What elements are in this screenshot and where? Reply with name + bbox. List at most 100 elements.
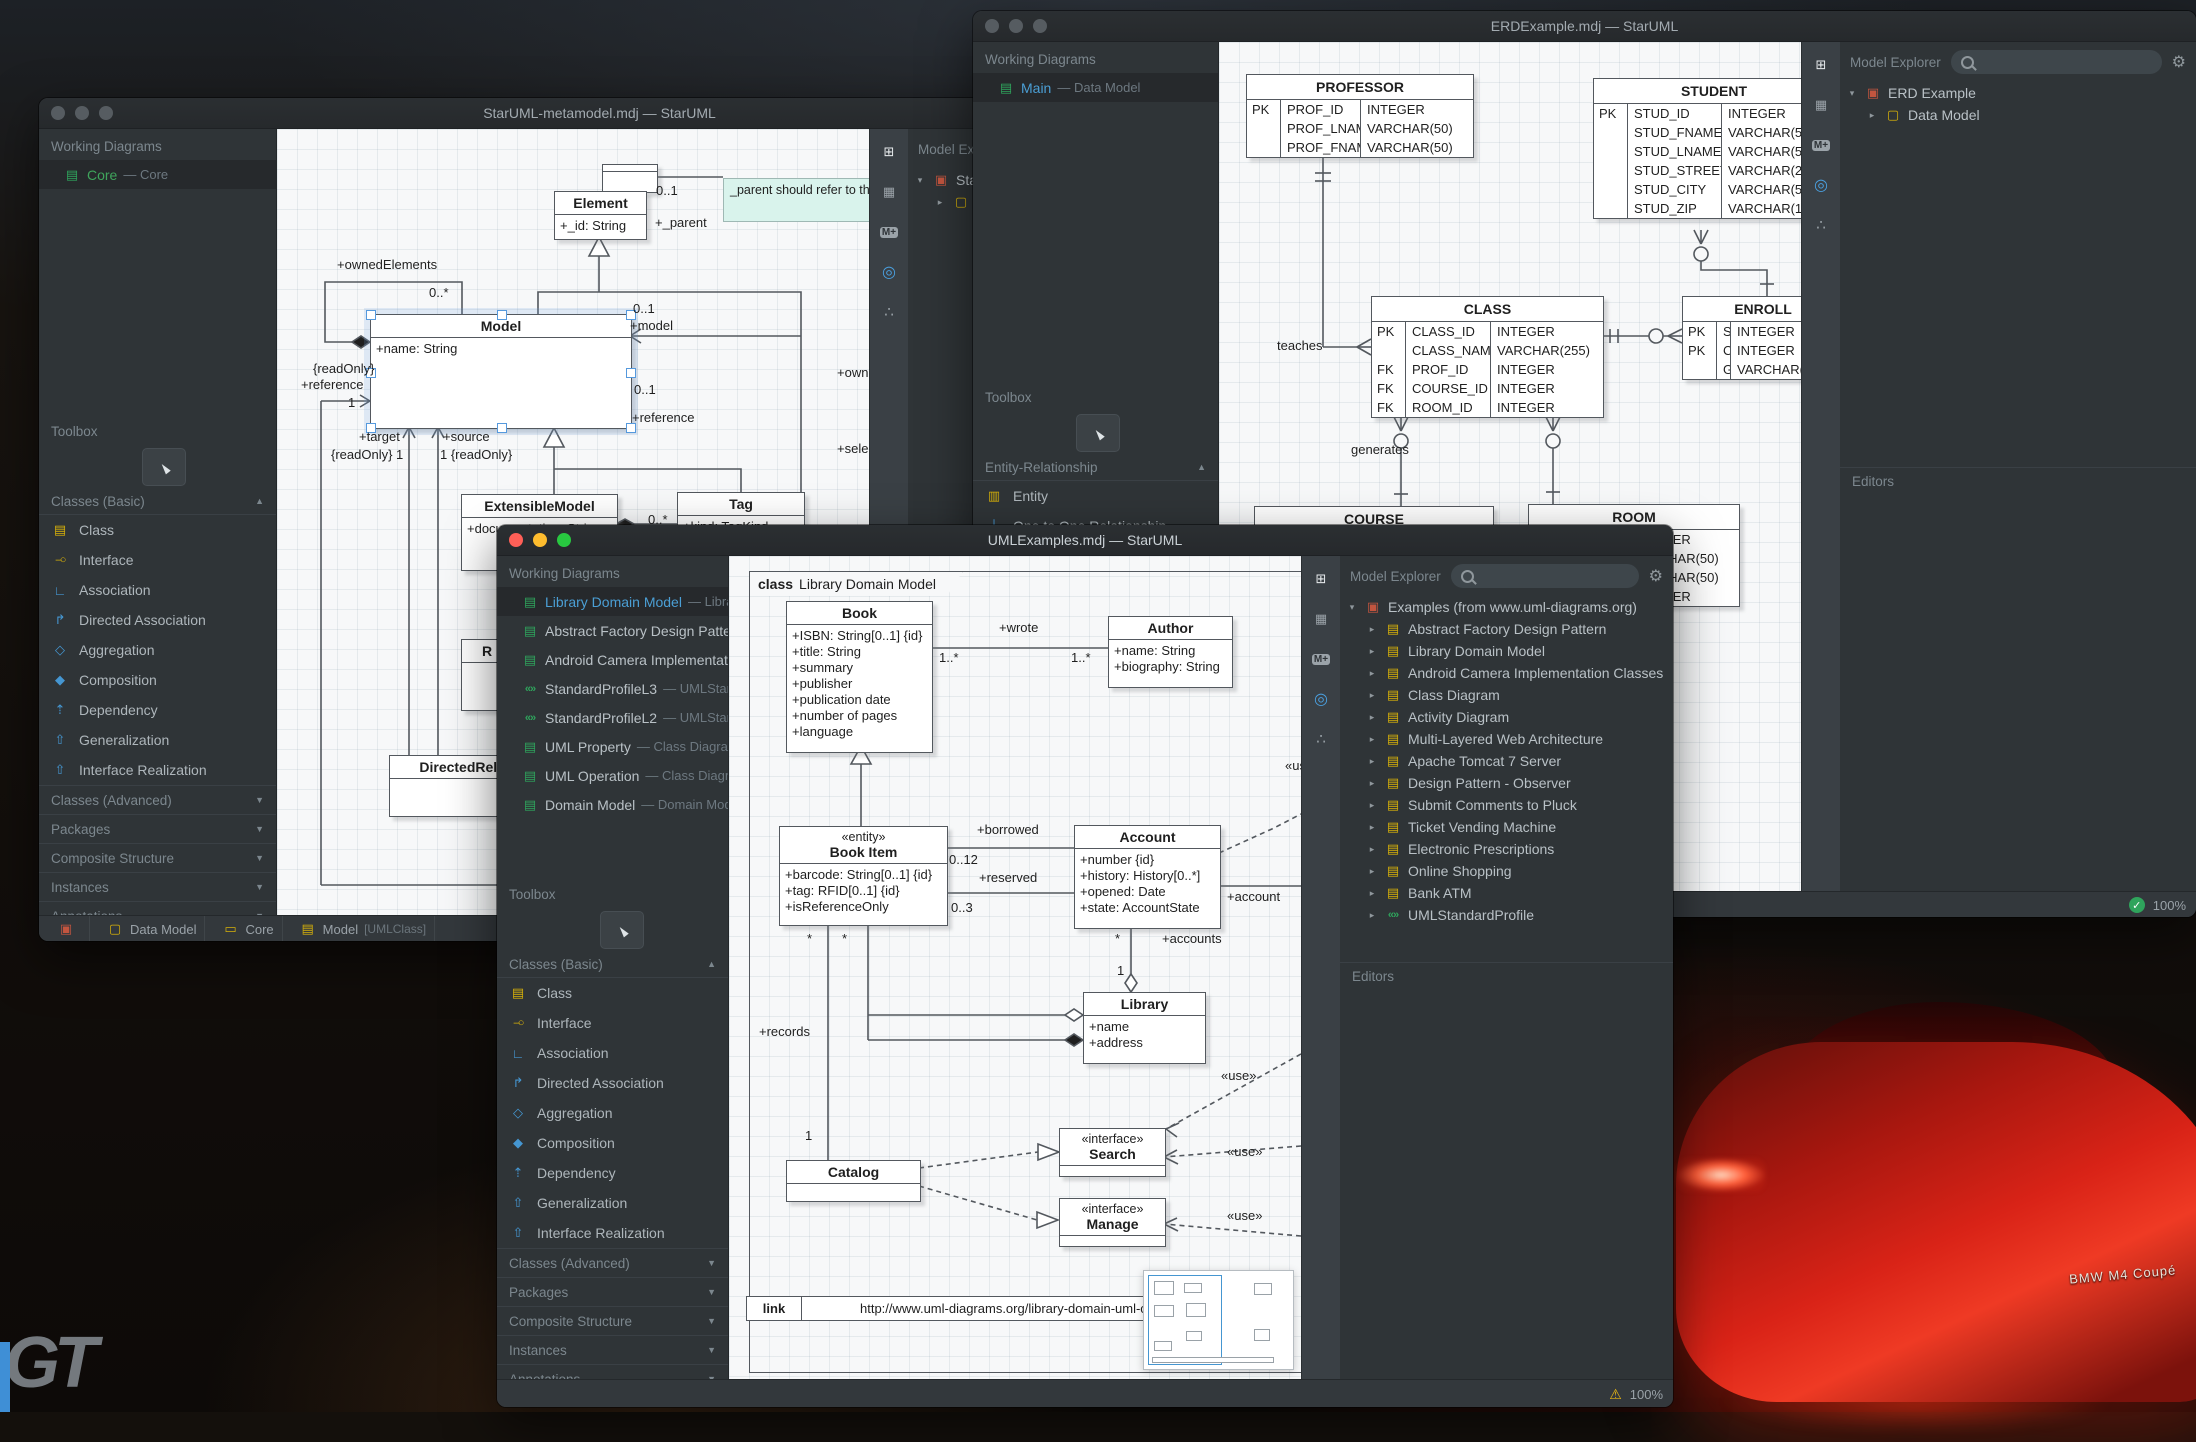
- toolbox-section-collapsed[interactable]: Packages ▼: [497, 1277, 728, 1306]
- select-tool-button[interactable]: ▲: [600, 911, 644, 949]
- link-url[interactable]: http://www.uml-diagrams.org/library-doma…: [860, 1301, 1222, 1316]
- zoom-button[interactable]: [557, 533, 571, 547]
- toolbox-section-collapsed[interactable]: Composite Structure ▼: [497, 1306, 728, 1335]
- selection-handle[interactable]: [497, 423, 507, 433]
- warning-icon[interactable]: ⚠: [1609, 1385, 1622, 1402]
- tree-item[interactable]: ▾ Examples (from www.uml-diagrams.org): [1340, 596, 1673, 618]
- working-diagram-item[interactable]: Android Camera Implementation Classes: [497, 645, 728, 674]
- toolbox-section-classes-basic[interactable]: Classes (Basic) ▲: [39, 488, 276, 515]
- editors-header[interactable]: Editors: [1340, 962, 1673, 990]
- working-diagram-item[interactable]: Main — Data Model: [973, 73, 1218, 102]
- tree-expand-icon[interactable]: ▾: [917, 174, 923, 185]
- dock-toggle[interactable]: [1306, 724, 1336, 754]
- uml-class[interactable]: «entity» Book Item +barcode: String[0..1…: [779, 826, 948, 926]
- breadcrumb-item[interactable]: Core: [213, 916, 283, 941]
- diagram-note[interactable]: _parent should refer to the: [723, 178, 869, 222]
- tree-item[interactable]: ▸ Abstract Factory Design Pattern: [1340, 618, 1673, 640]
- tree-expand-icon[interactable]: ▸: [1869, 109, 1875, 120]
- toolbox-tool[interactable]: Generalization: [497, 1188, 728, 1218]
- selection-handle[interactable]: [626, 310, 636, 320]
- tree-expand-icon[interactable]: ▸: [1369, 623, 1375, 634]
- dock-toggle[interactable]: [874, 257, 904, 287]
- toolbox-tool[interactable]: Dependency: [497, 1158, 728, 1188]
- uml-class[interactable]: Model +name: String: [366, 310, 636, 433]
- uml-class[interactable]: Library +name+address: [1083, 992, 1206, 1064]
- toolbox-tool[interactable]: Interface Realization: [39, 755, 276, 785]
- toolbox-tool[interactable]: Composition: [39, 665, 276, 695]
- breadcrumb-item[interactable]: [49, 916, 90, 941]
- tree-expand-icon[interactable]: ▸: [1369, 733, 1375, 744]
- tree-item[interactable]: ▸ Library Domain Model: [1340, 640, 1673, 662]
- toolbox-section-collapsed[interactable]: Instances ▼: [39, 872, 276, 901]
- uml-class[interactable]: Book +ISBN: String[0..1] {id}+title: Str…: [786, 601, 933, 753]
- toolbox-section-collapsed[interactable]: Classes (Advanced) ▼: [39, 785, 276, 814]
- tree-expand-icon[interactable]: ▸: [1369, 777, 1375, 788]
- minimap-viewport[interactable]: [1148, 1275, 1222, 1365]
- tree-expand-icon[interactable]: ▸: [1369, 689, 1375, 700]
- working-diagram-item[interactable]: Abstract Factory Design Pattern — Abstra…: [497, 616, 728, 645]
- selection-handle[interactable]: [366, 310, 376, 320]
- dock-toggle[interactable]: [1806, 130, 1836, 160]
- toolbox-section-collapsed[interactable]: Annotations ▼: [39, 901, 276, 915]
- uml-class[interactable]: Account +number {id}+history: History[0.…: [1074, 825, 1221, 929]
- toolbox-tool[interactable]: Directed Association: [39, 605, 276, 635]
- tree-expand-icon[interactable]: ▸: [1369, 667, 1375, 678]
- toolbox-tool[interactable]: Aggregation: [497, 1098, 728, 1128]
- selection-handle[interactable]: [497, 310, 507, 320]
- toolbox-section-classes-basic[interactable]: Classes (Basic) ▲: [497, 951, 728, 978]
- tree-expand-icon[interactable]: ▸: [1369, 799, 1375, 810]
- close-button[interactable]: [985, 19, 999, 33]
- toolbox-tool[interactable]: Association: [497, 1038, 728, 1068]
- toolbox-tool[interactable]: Composition: [497, 1128, 728, 1158]
- toolbox-section-collapsed[interactable]: Instances ▼: [497, 1335, 728, 1364]
- tree-item[interactable]: ▸ Electronic Prescriptions: [1340, 838, 1673, 860]
- tree-expand-icon[interactable]: ▸: [1369, 865, 1375, 876]
- tree-expand-icon[interactable]: ▸: [1369, 711, 1375, 722]
- close-button[interactable]: [51, 106, 65, 120]
- tree-item[interactable]: ▸ Class Diagram: [1340, 684, 1673, 706]
- dock-toggle[interactable]: [874, 137, 904, 167]
- working-diagram-item[interactable]: Domain Model — Domain Model: [497, 790, 728, 819]
- minimap[interactable]: [1143, 1270, 1294, 1370]
- tree-expand-icon[interactable]: ▸: [1369, 821, 1375, 832]
- uml-class[interactable]: «interface» Search: [1059, 1128, 1166, 1177]
- minimize-button[interactable]: [533, 533, 547, 547]
- working-diagram-item[interactable]: UML Property — Class Diagram: [497, 732, 728, 761]
- toolbox-tool[interactable]: Dependency: [39, 695, 276, 725]
- tree-item[interactable]: ▸ Ticket Vending Machine: [1340, 816, 1673, 838]
- tree-item[interactable]: ▸ Data Model: [1840, 104, 2196, 126]
- selection-handle[interactable]: [366, 367, 376, 378]
- toolbox-tool[interactable]: Directed Association: [497, 1068, 728, 1098]
- breadcrumb-item[interactable]: Data Model: [98, 916, 206, 941]
- select-tool-button[interactable]: ▲: [142, 448, 186, 486]
- minimize-button[interactable]: [75, 106, 89, 120]
- search-input[interactable]: [1950, 50, 2162, 74]
- erd-table[interactable]: PROFESSOR PK PROF_ID INTEGER: [1246, 74, 1474, 158]
- toolbox-section-collapsed[interactable]: Packages ▼: [39, 814, 276, 843]
- dock-toggle[interactable]: [1806, 50, 1836, 80]
- tree-item[interactable]: ▸ Android Camera Implementation Classes: [1340, 662, 1673, 684]
- toolbox-tool[interactable]: Entity: [973, 481, 1218, 511]
- toolbox-tool[interactable]: Interface: [39, 545, 276, 575]
- erd-table[interactable]: STUDENT PK STUD_ID INTEGER: [1593, 78, 1801, 219]
- gear-icon[interactable]: ⚙: [1648, 568, 1663, 585]
- tree-expand-icon[interactable]: ▾: [1849, 87, 1855, 98]
- dock-toggle[interactable]: [1306, 564, 1336, 594]
- uml-class[interactable]: [602, 164, 658, 193]
- dock-toggle[interactable]: [1806, 170, 1836, 200]
- breadcrumb-item[interactable]: Model [UMLClass]: [291, 916, 436, 941]
- toolbox-tool[interactable]: Interface: [497, 1008, 728, 1038]
- dock-toggle[interactable]: [1306, 644, 1336, 674]
- tree-item[interactable]: ▸ Design Pattern - Observer: [1340, 772, 1673, 794]
- close-button[interactable]: [509, 533, 523, 547]
- toolbox-section-entity-relationship[interactable]: Entity-Relationship ▲: [973, 454, 1218, 481]
- uml-class[interactable]: «interface» Manage: [1059, 1198, 1166, 1247]
- working-diagram-item[interactable]: UML Operation — Class Diagram: [497, 761, 728, 790]
- titlebar[interactable]: ERDExample.mdj — StarUML: [973, 11, 2196, 42]
- tree-item[interactable]: ▸ Multi-Layered Web Architecture: [1340, 728, 1673, 750]
- tree-expand-icon[interactable]: ▾: [1349, 601, 1355, 612]
- tree-expand-icon[interactable]: ▸: [1369, 645, 1375, 656]
- gear-icon[interactable]: ⚙: [2171, 54, 2186, 71]
- minimize-button[interactable]: [1009, 19, 1023, 33]
